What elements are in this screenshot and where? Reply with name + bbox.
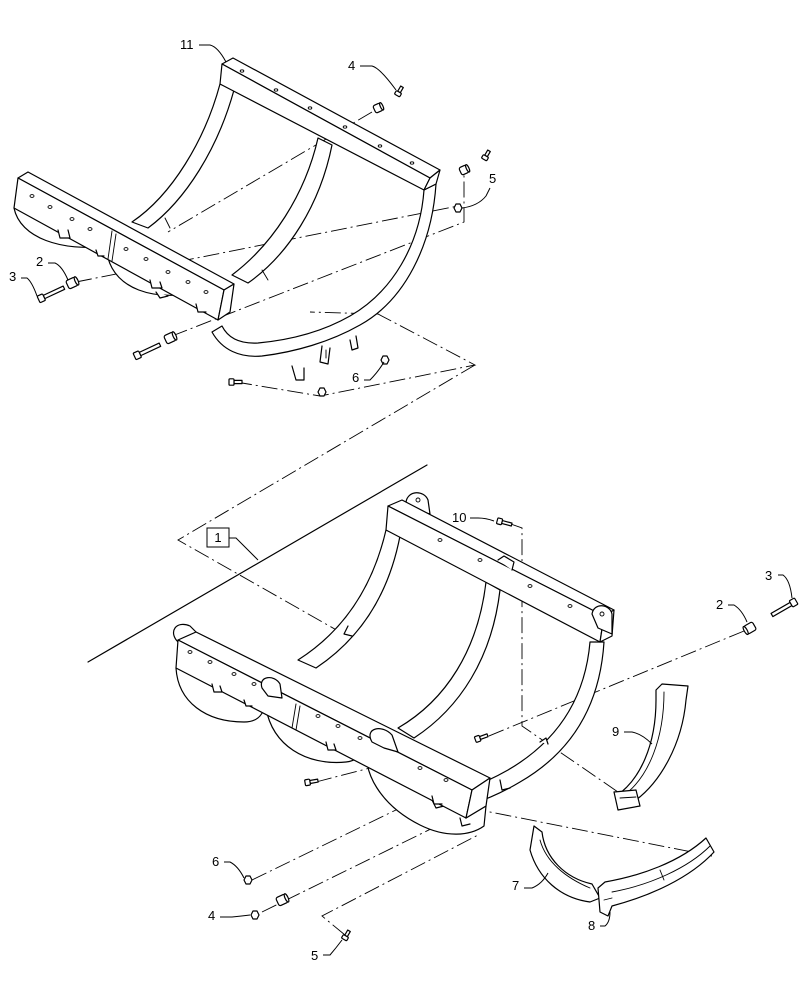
part-9-liner <box>613 683 689 811</box>
callout-4: 4 <box>208 908 215 923</box>
callout-2: 2 <box>716 597 723 612</box>
spacer-icon <box>163 331 178 345</box>
callout-9: 9 <box>612 724 619 739</box>
bolt-icon <box>394 85 404 98</box>
lower-assembly: 10 3 2 9 7 8 6 4 5 <box>173 492 799 963</box>
bolt-icon <box>36 285 66 304</box>
bolt-icon <box>132 342 162 361</box>
lower-fasteners <box>243 517 799 942</box>
lower-left-rim <box>297 529 401 669</box>
callout-4: 4 <box>348 58 355 73</box>
spacer-icon <box>372 102 385 114</box>
nut-icon <box>453 203 463 213</box>
callout-5: 5 <box>489 171 496 186</box>
upper-assembly: 11 4 5 3 2 6 <box>9 37 496 633</box>
upper-top-beam <box>219 57 441 191</box>
spacer-icon <box>458 164 471 176</box>
assembly-reference: 1 <box>87 464 428 663</box>
nut-icon <box>380 355 390 365</box>
lower-callouts: 10 3 2 9 7 8 6 4 5 <box>208 510 793 963</box>
upper-right-side-plate <box>211 183 437 381</box>
callout-1: 1 <box>214 530 221 545</box>
callout-3: 3 <box>765 568 772 583</box>
bolt-icon <box>341 929 351 942</box>
upper-fasteners <box>36 85 491 397</box>
lower-middle-rib <box>397 581 501 739</box>
callout-6: 6 <box>212 854 219 869</box>
bolt-icon <box>473 733 489 743</box>
nut-icon <box>250 910 260 920</box>
upper-left-rim <box>131 83 235 229</box>
spacer-icon <box>65 276 80 290</box>
bolt-icon <box>304 778 319 787</box>
callout-2: 2 <box>36 254 43 269</box>
bolt-icon <box>481 149 491 162</box>
upper-phantom-lines <box>75 111 477 633</box>
part-7-liner <box>529 825 601 903</box>
callout-8: 8 <box>588 918 595 933</box>
nut-icon <box>317 387 327 397</box>
callout-5: 5 <box>311 948 318 963</box>
bolt-icon <box>228 378 243 386</box>
callout-10: 10 <box>452 510 466 525</box>
bolt-icon <box>770 597 799 618</box>
lower-phantom-lines <box>251 522 745 936</box>
callout-3: 3 <box>9 269 16 284</box>
part-8-liner <box>597 837 715 917</box>
callout-6: 6 <box>352 370 359 385</box>
nut-icon <box>243 875 253 885</box>
upper-callouts: 11 4 5 3 2 6 <box>9 37 496 385</box>
lower-front-beam <box>173 623 491 819</box>
spacer-icon <box>742 621 757 636</box>
lower-top-beam <box>385 492 615 643</box>
spacer-icon <box>275 893 290 907</box>
callout-7: 7 <box>512 878 519 893</box>
upper-middle-rib <box>231 137 333 284</box>
upper-front-beam <box>13 171 235 321</box>
bolt-icon <box>496 517 513 527</box>
callout-11: 11 <box>180 37 194 52</box>
